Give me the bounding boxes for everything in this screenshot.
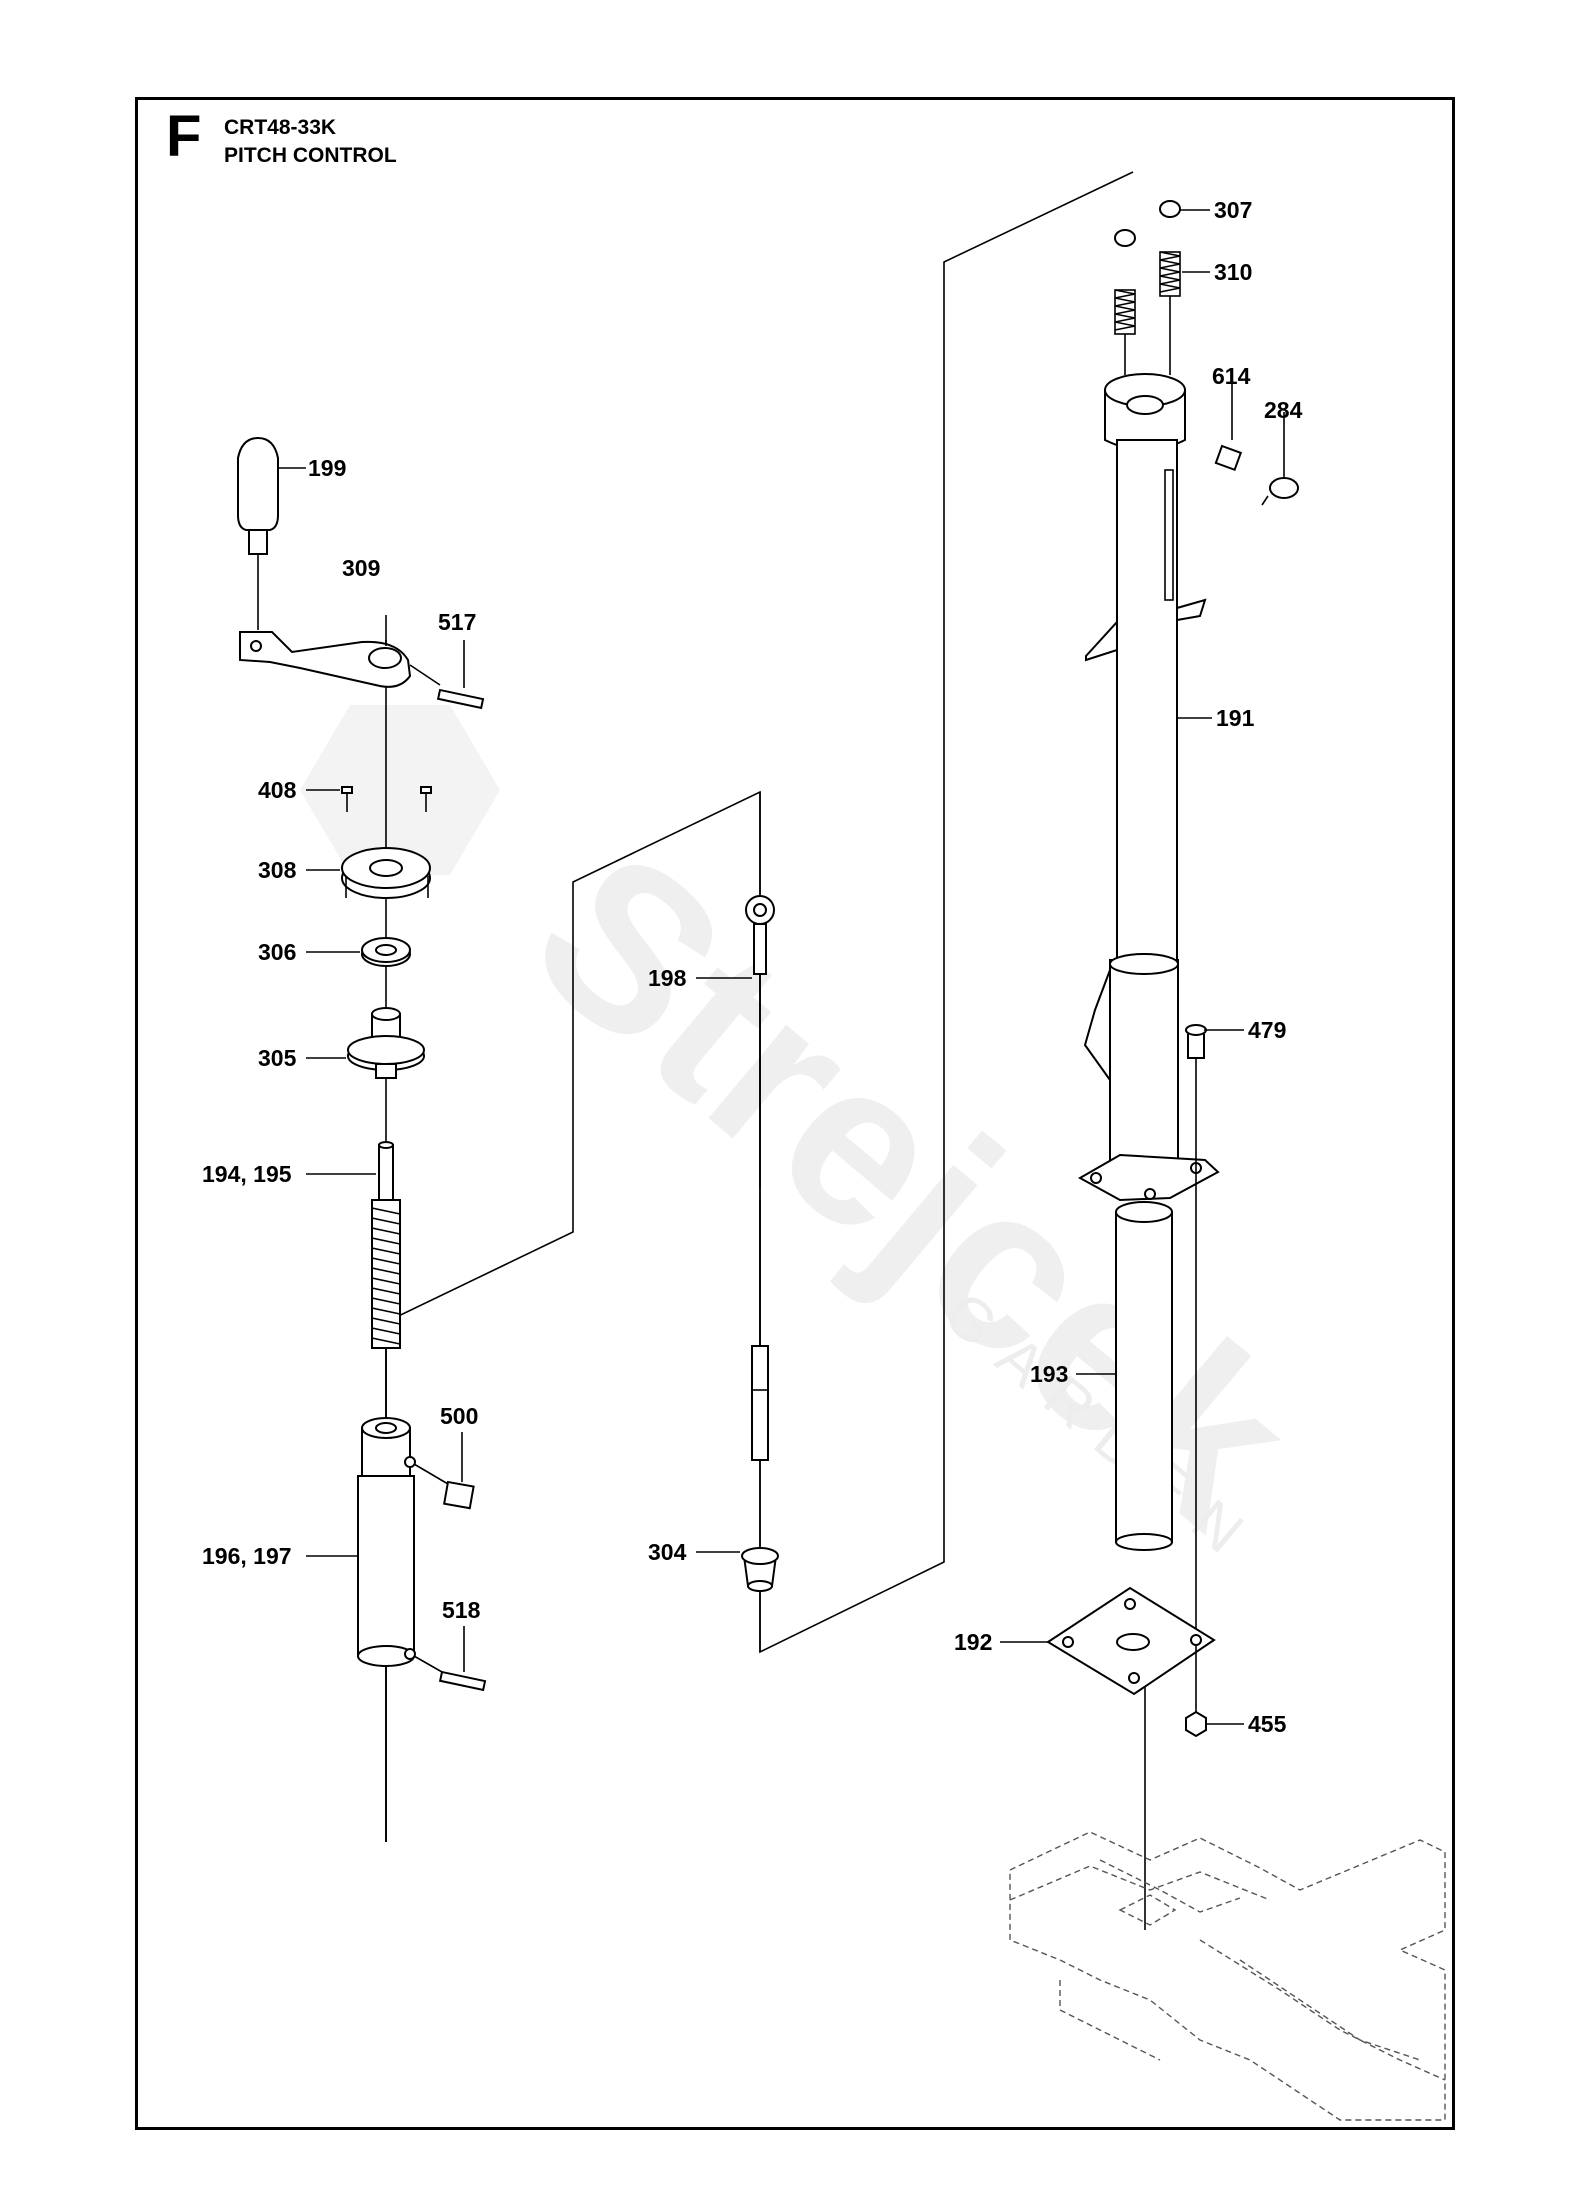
part-455-nut (1185, 1646, 1244, 1738)
part-518-pin (413, 1626, 487, 1692)
callout-308: 308 (258, 857, 297, 883)
part-306-washer (306, 937, 411, 967)
callout-309: 309 (342, 555, 380, 581)
part-500-key (413, 1432, 475, 1510)
part-309-lever (239, 615, 412, 688)
callout-192: 192 (954, 1629, 992, 1655)
callout-labels: 199 309 517 408 308 306 305 194, 195 500… (202, 197, 1303, 1737)
part-304-bushing (696, 1547, 779, 1592)
callout-408: 408 (258, 777, 297, 803)
part-308-flange (306, 847, 431, 899)
section-letter: F (166, 104, 202, 169)
part-307-balls (1114, 200, 1210, 247)
callout-193: 193 (1030, 1361, 1068, 1387)
diagram-title: PITCH CONTROL (224, 144, 397, 167)
callout-479: 479 (1248, 1017, 1286, 1043)
right-column-assembly (1000, 200, 1446, 2121)
model-number: CRT48-33K (224, 116, 337, 139)
callout-198: 198 (648, 965, 687, 991)
callout-191: 191 (1216, 705, 1255, 731)
callout-304: 304 (648, 1539, 687, 1565)
callout-305: 305 (258, 1045, 297, 1071)
callout-518: 518 (442, 1597, 481, 1623)
part-614-fitting (1214, 376, 1243, 472)
part-408-screws (306, 786, 432, 812)
watermark: Strejcek GARDEN (300, 705, 1340, 1580)
callout-199: 199 (308, 455, 346, 481)
part-479-bolt (1185, 1024, 1244, 1160)
chassis-outline (1009, 1831, 1446, 2121)
callout-310: 310 (1214, 259, 1252, 285)
part-194-195-threaded-rod (306, 1141, 401, 1349)
watermark-logo-icon (300, 705, 500, 875)
callout-517: 517 (438, 609, 476, 635)
part-517-pin (409, 640, 485, 710)
part-284-cap (1261, 412, 1299, 506)
watermark-brand: Strejcek (489, 801, 1341, 1574)
part-305-hub (306, 1007, 425, 1079)
callout-194-195: 194, 195 (202, 1161, 292, 1187)
callout-196-197: 196, 197 (202, 1543, 292, 1569)
callout-500: 500 (440, 1403, 478, 1429)
left-stack (237, 436, 487, 1842)
callout-614: 614 (1212, 363, 1251, 389)
middle-cable-assembly (696, 792, 779, 1652)
part-192-plate (1000, 1586, 1216, 1696)
callout-306: 306 (258, 939, 296, 965)
callout-307: 307 (1214, 197, 1252, 223)
callout-455: 455 (1248, 1711, 1287, 1737)
part-191-base (1077, 953, 1220, 1202)
diagram-frame (135, 97, 1455, 2130)
callout-284: 284 (1264, 397, 1303, 423)
part-199-knob (237, 436, 306, 630)
part-193-tube (1076, 1201, 1173, 1551)
part-196-197-sleeve (306, 1417, 416, 1667)
part-310-springs (1114, 251, 1210, 375)
part-198-cable (696, 895, 775, 1461)
part-191-column (1085, 373, 1212, 981)
